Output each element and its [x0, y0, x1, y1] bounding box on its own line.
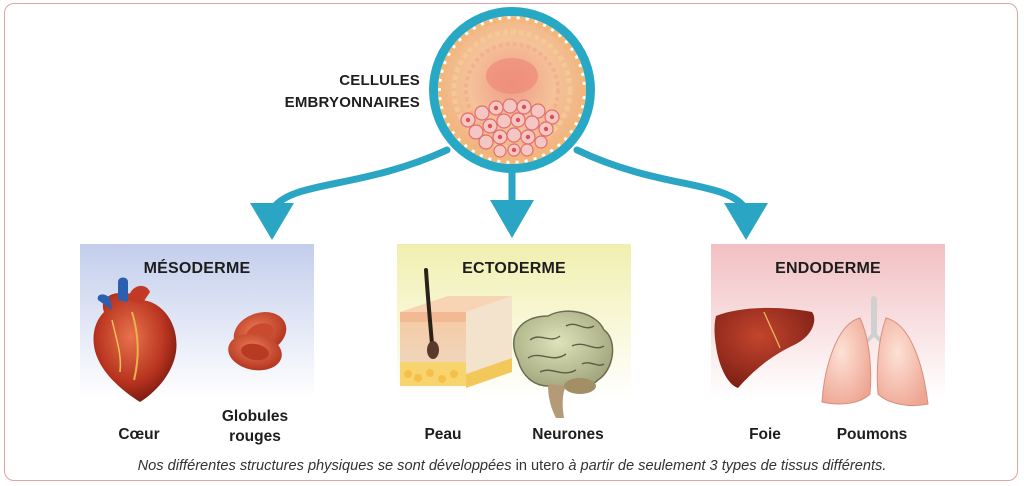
caption-part2: in utero [511, 458, 569, 474]
arrow-mesoderme [268, 146, 451, 214]
arrowhead-endoderme [724, 203, 768, 240]
source-label-line1: CELLULES [339, 72, 420, 89]
caption: Nos différentes structures physiques se … [0, 458, 1024, 474]
caption-part1: Nos différentes structures physiques se … [137, 458, 512, 474]
arrows [268, 146, 750, 214]
organ-label-coeur: Cœur [118, 426, 160, 443]
organ-label-neurones: Neurones [532, 426, 604, 443]
arrowhead-mesoderme [250, 203, 294, 240]
organ-label-globules-rouges-line2: rouges [229, 428, 281, 445]
arrow-endoderme [573, 146, 750, 214]
red-blood-cells-icon [228, 312, 287, 371]
liver-icon [714, 307, 815, 388]
group-ectoderme: ECTODERME [397, 244, 631, 416]
group-title-ectoderme: ECTODERME [462, 260, 566, 277]
organ-label-poumons: Poumons [836, 426, 908, 443]
caption-part3: à partir de seulement 3 types de tissus … [568, 458, 887, 474]
heart-icon [93, 277, 177, 402]
organ-label-foie: Foie [749, 426, 781, 443]
lungs-icon [821, 296, 929, 407]
arrowhead-ectoderme [490, 200, 534, 238]
group-mesoderme: MÉSODERME [80, 244, 314, 416]
source-label-line2: EMBRYONNAIRES [284, 94, 420, 111]
organ-label-globules-rouges: Globules rouges [210, 407, 300, 447]
group-title-mesoderme: MÉSODERME [143, 260, 251, 277]
brain-icon [512, 310, 614, 418]
arrow-heads [250, 200, 768, 240]
organ-label-globules-rouges-line1: Globules [221, 408, 289, 425]
embryo-cells-icon [429, 7, 595, 173]
organ-label-peau: Peau [424, 426, 462, 443]
source-label: CELLULES EMBRYONNAIRES [250, 70, 420, 114]
skin-section-icon [400, 268, 512, 388]
group-title-endoderme: ENDODERME [775, 260, 881, 277]
group-endoderme: ENDODERME [711, 244, 945, 416]
